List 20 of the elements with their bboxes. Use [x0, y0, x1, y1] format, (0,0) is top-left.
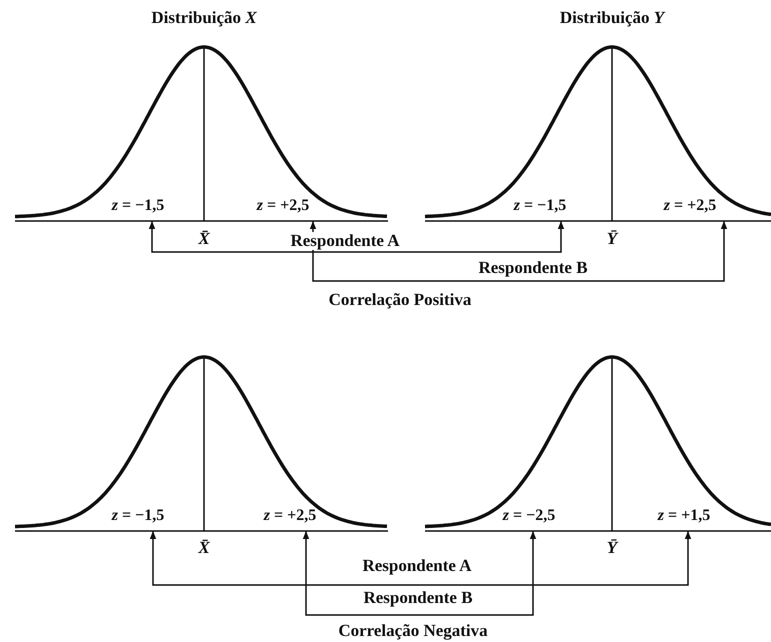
- z-score-label: z = +1,5: [644, 507, 724, 531]
- connector-arrow: [148, 221, 564, 253]
- mean-symbol: X̄: [198, 538, 210, 558]
- mean-symbol: X̄: [198, 229, 210, 249]
- distribution-title: Distribuição X: [151, 8, 257, 28]
- mean-symbol: Ȳ: [606, 229, 618, 249]
- z-score-label: z = +2,5: [243, 197, 323, 221]
- z-score-label: z = −2,5: [489, 507, 569, 531]
- z-score-label: z = +2,5: [650, 197, 730, 221]
- z-score-label: z = −1,5: [500, 197, 580, 221]
- figure-caption: Correlação Negativa: [338, 621, 488, 641]
- z-score-label: z = −1,5: [98, 507, 178, 531]
- connector-arrow: [310, 221, 728, 282]
- connector-arrow: [150, 531, 692, 586]
- mean-symbol: Ȳ: [606, 538, 618, 558]
- z-score-label: z = +2,5: [250, 507, 330, 531]
- figure-caption: Correlação Positiva: [328, 290, 472, 310]
- distribution-title: Distribuição Y: [560, 8, 664, 28]
- z-score-label: z = −1,5: [98, 197, 178, 221]
- connector-arrow: [302, 531, 536, 616]
